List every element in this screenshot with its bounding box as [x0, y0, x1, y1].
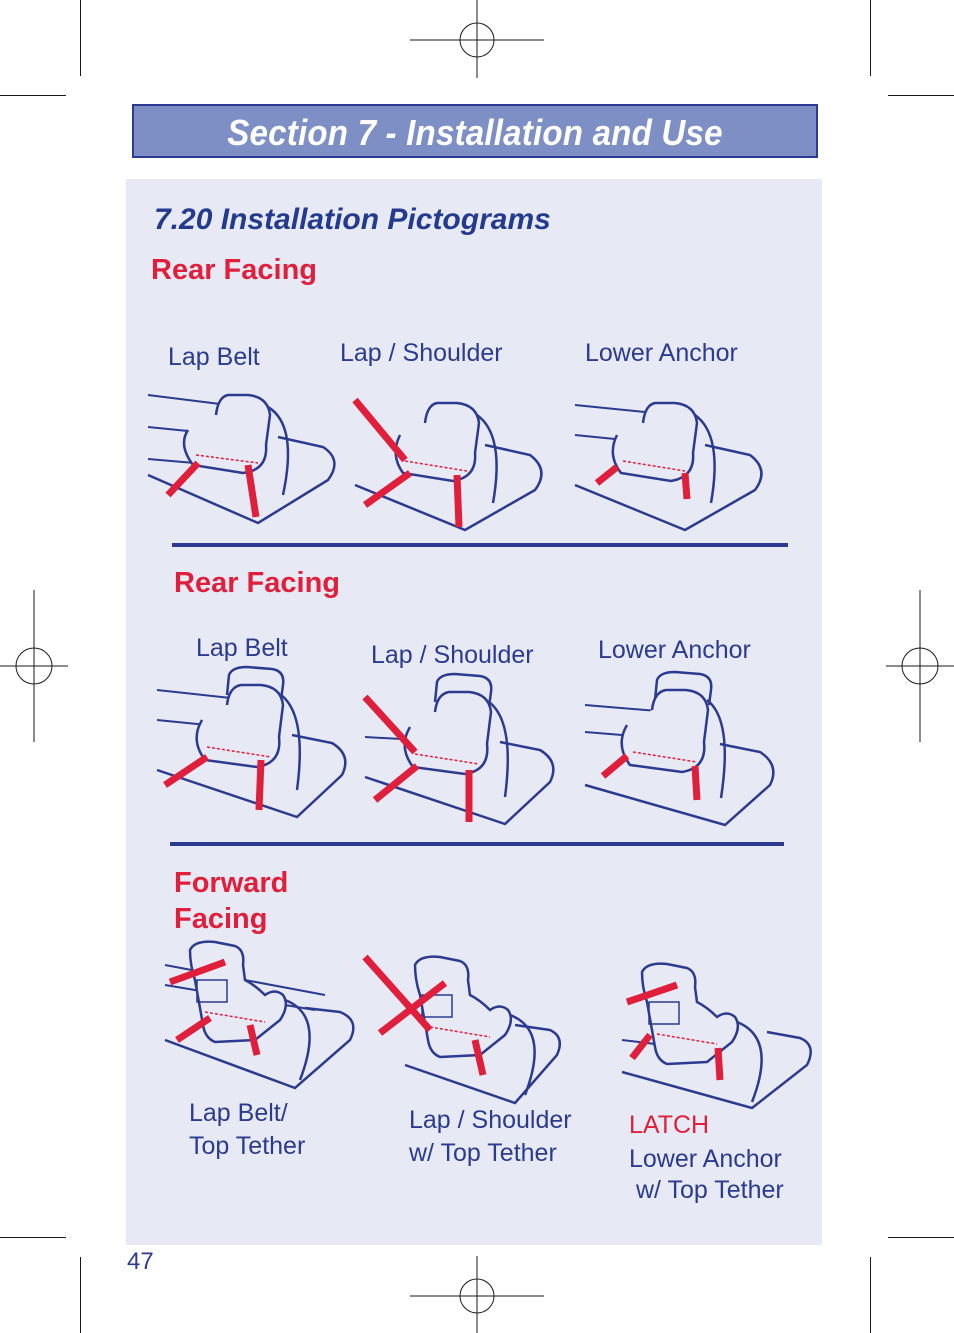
registration-target-icon	[886, 590, 954, 742]
registration-target-icon	[0, 590, 68, 742]
infant-seat-lap-shoulder-pictogram	[352, 397, 543, 532]
forward-seat-icon	[164, 940, 355, 1090]
caption-latch: LATCH	[629, 1111, 710, 1139]
section-header: Section 7 - Installation and Use	[132, 104, 818, 158]
group-label-rear-facing-convertible: Rear Facing	[174, 567, 340, 599]
page-number: 47	[127, 1248, 154, 1275]
convertible-seat-lap-shoulder-pictogram	[362, 672, 555, 826]
caption-lap-belt: Lap Belt	[196, 634, 288, 662]
group-label-forward-facing-line1: Forward	[174, 867, 289, 899]
infant-seat-lower-anchor-pictogram	[574, 401, 763, 532]
caption-lap-shoulder-tether-line1: Lap / Shoulder	[409, 1106, 572, 1134]
caption-lap-shoulder: Lap / Shoulder	[340, 339, 503, 367]
infant-seat-icon	[574, 401, 763, 532]
forward-seat-icon	[404, 955, 562, 1105]
caption-lower-anchor: Lower Anchor	[585, 339, 738, 367]
registration-target-icon	[410, 0, 544, 78]
convertible-seat-icon	[364, 672, 555, 826]
caption-lower-anchor-tether-line1: Lower Anchor	[629, 1145, 782, 1173]
caption-lap-belt: Lap Belt	[168, 343, 260, 371]
section-divider	[172, 543, 788, 547]
registration-target-icon	[410, 1256, 544, 1333]
group-label-forward-facing-line2: Facing	[174, 903, 268, 935]
infant-seat-lap-belt-pictogram	[147, 393, 336, 525]
caption-lower-anchor: Lower Anchor	[598, 636, 751, 664]
forward-seat-latch-tether-pictogram	[621, 962, 812, 1110]
caption-lap-belt-tether-line2: Top Tether	[189, 1132, 306, 1160]
convertible-seat-icon	[156, 665, 347, 819]
convertible-seat-lap-belt-pictogram	[156, 665, 347, 819]
group-label-rear-facing-infant: Rear Facing	[151, 254, 317, 286]
caption-lap-shoulder: Lap / Shoulder	[371, 641, 534, 669]
page-subtitle: 7.20 Installation Pictograms	[154, 203, 551, 236]
section-title: Section 7 - Installation and Use	[227, 112, 723, 153]
caption-lap-belt-tether-line1: Lap Belt/	[189, 1099, 288, 1127]
infant-seat-icon	[354, 401, 543, 532]
convertible-seat-lower-anchor-pictogram	[584, 670, 775, 827]
infant-seat-icon	[147, 393, 336, 525]
forward-seat-lap-shoulder-tether-pictogram	[362, 954, 562, 1105]
convertible-seat-icon	[584, 670, 775, 827]
section-divider	[170, 842, 784, 846]
caption-lower-anchor-tether-line2: w/ Top Tether	[629, 1176, 784, 1204]
caption-lap-shoulder-tether-line2: w/ Top Tether	[409, 1139, 557, 1167]
forward-seat-lap-belt-tether-pictogram	[164, 940, 355, 1090]
